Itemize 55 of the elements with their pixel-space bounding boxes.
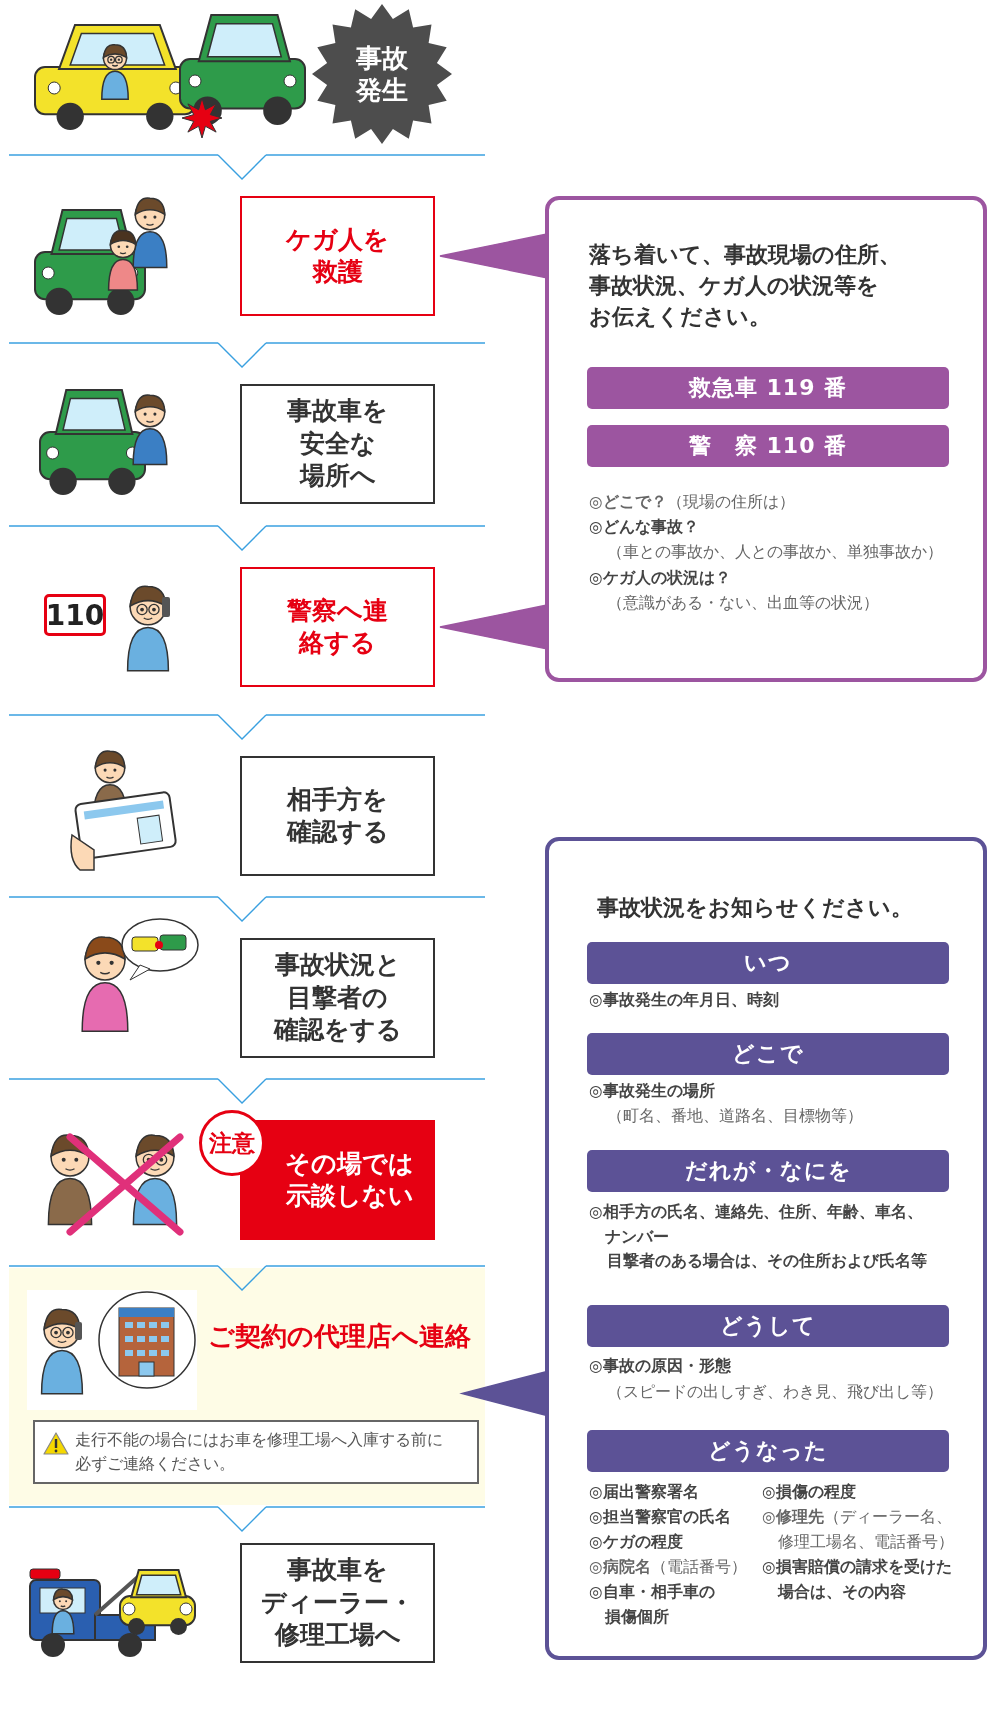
note-text: ◎事故発生の年月日、時刻 [589,990,780,1011]
notice-text: 走行不能の場合にはお車を修理工場へ入庫する前に必ずご連絡ください。 [75,1429,444,1475]
callout-pointer [459,1370,548,1417]
flow-chevron [217,342,267,368]
caution-badge: 注意 [199,1110,265,1176]
note-text: ◎病院名（電話番号） [589,1557,748,1578]
callout-pointer [439,604,548,650]
highlight-band [9,1268,485,1505]
note-text: （スピードの出しすぎ、わき見、飛び出し等） [607,1382,944,1403]
step-box: 事故車をディーラー・修理工場へ [240,1543,435,1663]
note-text: ◎担当警察官の氏名 [589,1507,732,1528]
heading-text: 落ち着いて、事故現場の住所、事故状況、ケガ人の状況等をお伝えください。 [589,241,902,331]
step-box: 事故車を安全な場所へ [240,384,435,504]
header-bar: いつ [587,942,949,984]
flow-chevron [217,1078,267,1104]
heading-text: 事故状況をお知らせください。 [597,894,914,922]
note-text: （町名、番地、道路名、目標物等） [607,1106,864,1127]
note-text: ◎ケガ人の状況は？ [589,568,732,589]
note-text: （意識がある・ない、出血等の状況） [607,593,880,614]
note-text: ◎修理先（ディーラー名、修理工場名、電話番号） [762,1507,954,1553]
step-box: 事故状況と目撃者の確認をする [240,938,435,1058]
step-box: 相手方を確認する [240,756,435,876]
header-bar: どうして [587,1305,949,1347]
note-text: ◎自車・相手車の損傷個所 [589,1582,716,1628]
note-text: ◎ケガの程度 [589,1532,684,1553]
note-text: 目撃者のある場合は、その住所および氏名等 [607,1251,928,1272]
header-bar: だれが・なにを [587,1150,949,1192]
note-text: ◎相手方の氏名、連絡先、住所、年齢、車名、ナンバー [589,1202,924,1248]
note-text: ◎事故の原因・形態 [589,1356,732,1377]
flow-chevron [217,154,267,180]
number-sign: 110 [44,594,106,636]
note-text: ◎届出警察署名 [589,1482,700,1503]
note-text: ◎どこで？（現場の住所は） [589,492,796,513]
starburst-badge: 事故発生 [312,4,452,144]
note-text: （車との事故か、人との事故か、単独事故か） [607,542,944,563]
note-text: ◎事故発生の場所 [589,1081,716,1102]
speech-bubble [545,196,987,682]
step-box: 警察へ連絡する [240,567,435,687]
step-box: ケガ人を救護 [240,196,435,316]
note-text: ◎損害賠償の請求を受けた場合は、その内容 [762,1557,953,1603]
step-label: ご契約の代理店へ連絡 [206,1320,472,1353]
notice-box [33,1420,479,1484]
flow-chevron [217,1265,267,1291]
flow-chevron [217,714,267,740]
flow-chevron [217,525,267,551]
flow-chevron [217,896,267,922]
header-bar: 救急車 119 番 [587,367,949,409]
callout-pointer [439,233,548,279]
note-text: ◎どんな事故？ [589,517,700,538]
speech-bubble [545,837,987,1660]
header-bar: 警 察 110 番 [587,425,949,467]
header-bar: どこで [587,1033,949,1075]
note-text: ◎損傷の程度 [762,1482,857,1503]
flow-chevron [217,1506,267,1532]
header-bar: どうなった [587,1430,949,1472]
